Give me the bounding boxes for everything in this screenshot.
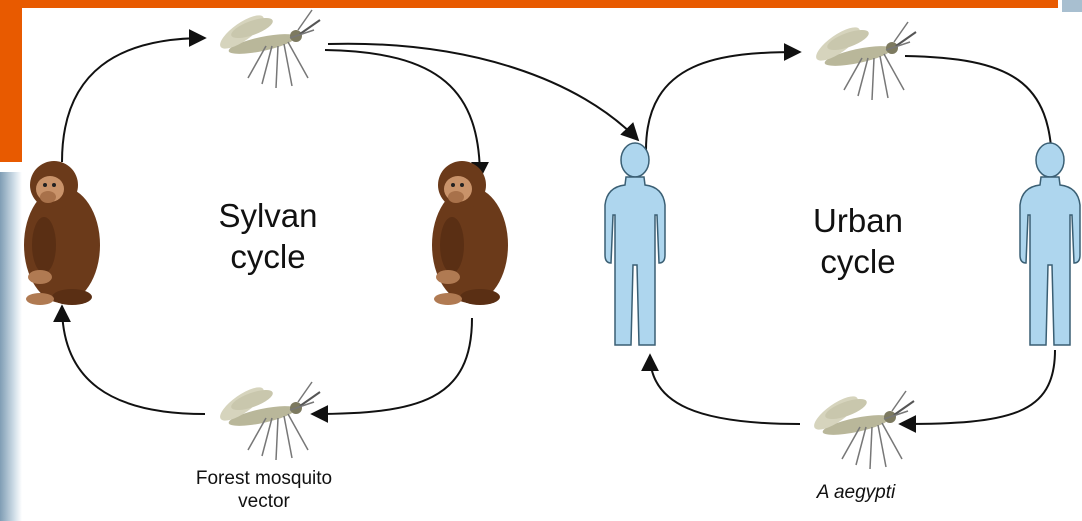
arrow-sylvan-top-right [325, 50, 480, 178]
chimpanzee-icon [432, 161, 508, 305]
mosquito-icon [216, 10, 320, 88]
arrow-urban-top-right [905, 56, 1052, 168]
urban-cycle-label: Urban cycle [758, 200, 958, 283]
arrow-sylvan-right-down [312, 318, 472, 414]
mosquito-icon [216, 382, 320, 460]
forest-vector-line1: Forest mosquito [144, 468, 384, 491]
sylvan-line2: cycle [168, 236, 368, 277]
mosquito-icon [812, 22, 916, 100]
forest-vector-line2: vector [144, 491, 384, 514]
arrow-urban-bottom-left [650, 355, 800, 424]
urban-line1: Urban [758, 200, 958, 241]
arrow-urban-left-up [646, 52, 800, 150]
urban-vector-caption: A aegypti [736, 482, 976, 505]
chimpanzee-icon [24, 161, 100, 305]
sylvan-cycle-label: Sylvan cycle [168, 195, 368, 278]
arrow-sylvan-left-up [62, 38, 205, 162]
arrow-urban-right-down [900, 350, 1055, 424]
sylvan-line1: Sylvan [168, 195, 368, 236]
arrow-spillover [328, 44, 638, 140]
urban-line2: cycle [758, 241, 958, 282]
forest-vector-caption: Forest mosquito vector [144, 468, 384, 514]
arrow-sylvan-bottom-left [62, 306, 205, 414]
mosquito-icon [810, 391, 914, 469]
human-figure-icon [1020, 143, 1080, 345]
human-figure-icon [605, 143, 665, 345]
